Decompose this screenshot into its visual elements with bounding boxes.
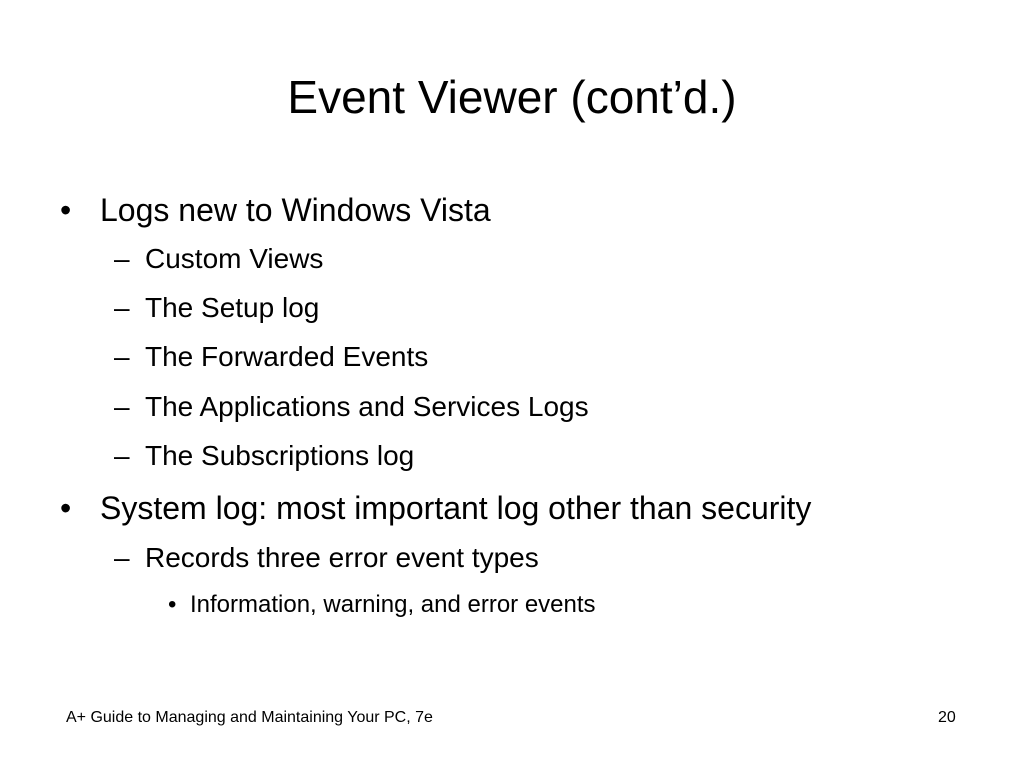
bullet-item: • Logs new to Windows Vista [60, 190, 491, 230]
dash-marker: – [114, 292, 130, 323]
sub-bullet-text: The Forwarded Events [145, 341, 429, 372]
bullet-marker: • [60, 490, 72, 526]
sub-bullet-text: The Applications and Services Logs [145, 391, 589, 422]
sub-bullet-text: The Setup log [145, 292, 320, 323]
dash-marker: – [114, 341, 130, 372]
bullet-text: Logs new to Windows Vista [100, 192, 491, 228]
dash-marker: – [114, 243, 130, 274]
sub-bullet-item: – The Applications and Services Logs [114, 389, 589, 425]
sub-bullet-text: Records three error event types [145, 542, 539, 573]
sub-bullet-item: – The Subscriptions log [114, 438, 415, 474]
page-number: 20 [938, 709, 956, 726]
sub-bullet-item: – Records three error event types [114, 540, 539, 576]
sub-bullet-text: Custom Views [145, 243, 324, 274]
bullet-item: • System log: most important log other t… [60, 488, 812, 528]
sub-bullet-item: – Custom Views [114, 241, 324, 277]
footer-book-title: A+ Guide to Managing and Maintaining You… [66, 709, 433, 726]
bullet-marker: • [60, 192, 72, 228]
slide-title: Event Viewer (cont’d.) [287, 71, 737, 123]
sub-sub-bullet-text: Information, warning, and error events [190, 591, 596, 618]
bullet-text: System log: most important log other tha… [100, 490, 812, 526]
dash-marker: – [114, 391, 130, 422]
sub-bullet-item: – The Forwarded Events [114, 339, 429, 375]
sub-sub-bullet-item: • Information, warning, and error events [168, 590, 596, 620]
dash-marker: – [114, 542, 130, 573]
sub-bullet-text: The Subscriptions log [145, 440, 415, 471]
dash-marker: – [114, 440, 130, 471]
bullet-marker-small: • [168, 591, 177, 618]
sub-bullet-item: – The Setup log [114, 290, 320, 326]
